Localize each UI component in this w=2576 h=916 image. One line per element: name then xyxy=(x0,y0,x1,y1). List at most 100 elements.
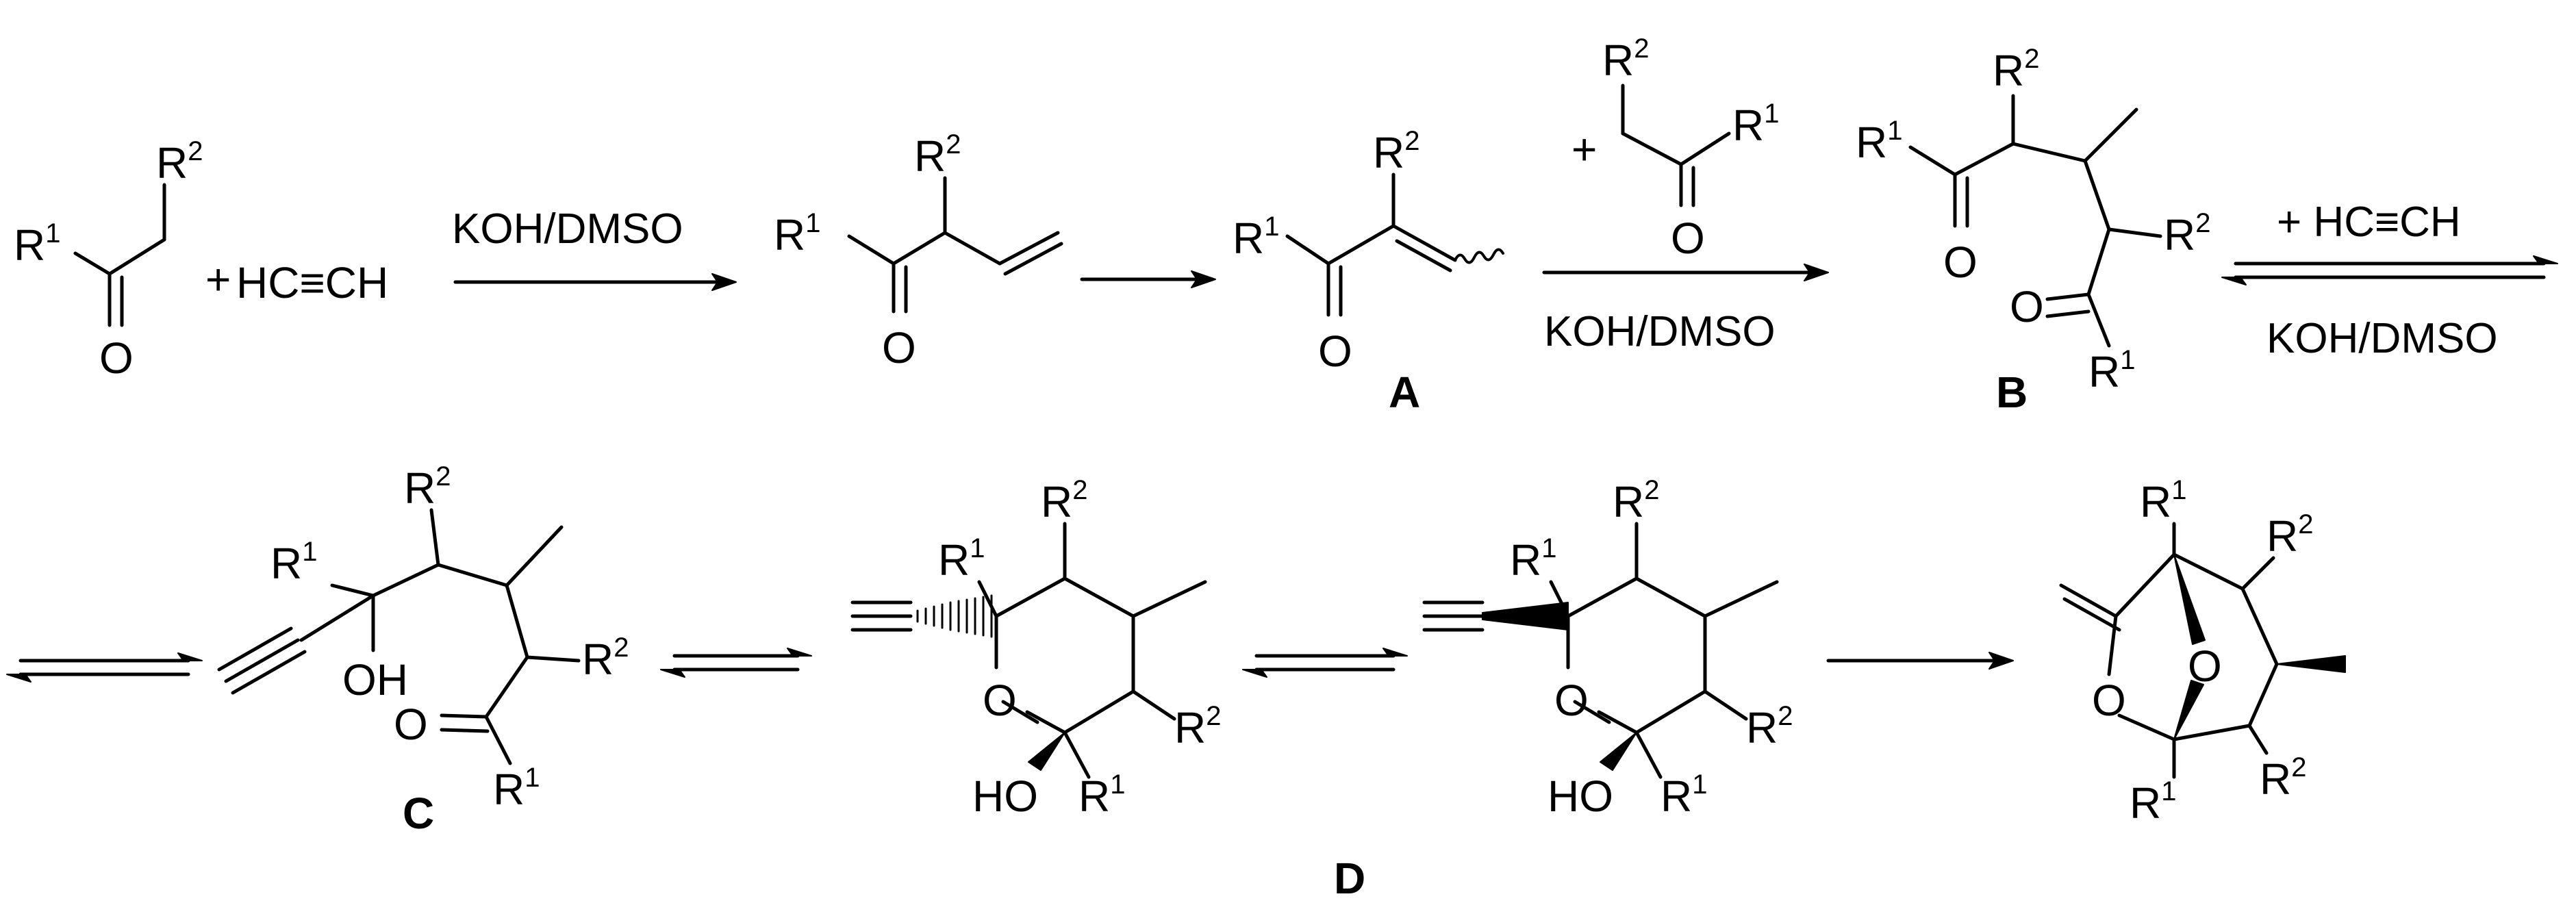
bond xyxy=(1703,580,1779,618)
r2-label: R2 xyxy=(2266,509,2313,561)
bond xyxy=(1063,689,1135,735)
bond xyxy=(943,231,1002,266)
bond xyxy=(977,580,998,618)
r1-label: R1 xyxy=(493,763,540,814)
reaction-arrow-3 xyxy=(1542,264,1829,281)
bond xyxy=(1573,700,1611,724)
bicyclic-product: R1 R2 O O R2 R1 xyxy=(2059,475,2346,828)
ring-oxygen-label: O xyxy=(1554,676,1589,725)
r1-label: R1 xyxy=(774,208,820,259)
bond xyxy=(1679,131,1731,166)
r1-label: R1 xyxy=(2140,475,2186,526)
oxygen-label: O xyxy=(2010,282,2044,331)
hydroxyl-label: OH xyxy=(342,655,408,704)
bond xyxy=(2011,142,2087,163)
hashed-bond xyxy=(916,594,993,638)
r2-label: R2 xyxy=(2260,752,2306,804)
bond xyxy=(505,583,529,659)
bond xyxy=(2062,597,2121,632)
bond xyxy=(2083,107,2138,163)
compound-c: R1 R2 OH R2 O R1 C xyxy=(217,461,629,838)
r1-label: R1 xyxy=(1732,99,1779,150)
bond xyxy=(108,238,166,276)
bond xyxy=(1634,689,1707,735)
r2-label: R2 xyxy=(2164,208,2210,259)
plus-sign: + xyxy=(205,255,231,304)
allyl-ketone: R1 R2 O xyxy=(774,129,1063,372)
acetylene-reagent: HC≡CH xyxy=(236,258,388,307)
r1-label: R1 xyxy=(1078,769,1125,821)
bond xyxy=(2045,292,2091,301)
wedge-bond xyxy=(1600,732,1637,771)
bond xyxy=(1391,224,1457,262)
r1-label: R1 xyxy=(2088,345,2135,396)
bond xyxy=(1025,710,1067,735)
r2-label: R2 xyxy=(1602,34,1649,85)
label-b: B xyxy=(1996,368,2028,417)
r2-label: R2 xyxy=(1993,44,2039,95)
bond xyxy=(217,626,293,672)
bond xyxy=(429,508,440,567)
bond xyxy=(994,576,1067,618)
bond xyxy=(1326,224,1396,266)
bond xyxy=(505,525,564,587)
bond xyxy=(1001,700,1039,724)
bond xyxy=(1131,689,1176,721)
bond xyxy=(2240,556,2275,591)
r1-label: R1 xyxy=(14,218,60,270)
compound-d-isomer-2: R1 R2 O R2 HO R1 xyxy=(1422,475,1793,821)
bond xyxy=(1703,689,1748,721)
bond xyxy=(525,655,581,663)
bond xyxy=(1953,142,2015,177)
oxygen-label: O xyxy=(394,700,428,749)
r2-label: R2 xyxy=(1373,126,1419,177)
wavy-bond xyxy=(1454,248,1504,264)
conditions-step-4-top: + HC≡CH xyxy=(2277,199,2461,246)
bond xyxy=(1634,576,1707,618)
equilibrium-arrow-7 xyxy=(1242,648,1408,678)
r2-label: R2 xyxy=(1174,701,1221,752)
ring-oxygen-label: O xyxy=(983,676,1017,725)
wedge-bond xyxy=(1482,602,1569,631)
plus-sign: + xyxy=(1571,125,1597,174)
oxygen-label: O xyxy=(99,333,134,383)
r2-label: R2 xyxy=(1613,475,1659,526)
r1-label: R1 xyxy=(938,533,985,585)
bond xyxy=(1395,239,1452,272)
compound-b: R1 R2 O R2 O R1 B xyxy=(1856,44,2210,417)
bond xyxy=(371,563,440,598)
reaction-arrow-2 xyxy=(1080,270,1216,288)
r1-label: R1 xyxy=(2130,776,2176,828)
compound-a: R1 R2 O A xyxy=(1233,126,1504,417)
bond xyxy=(2045,309,2091,318)
bond xyxy=(224,638,300,683)
wedge-bond xyxy=(2173,554,2206,645)
r2-label: R2 xyxy=(156,136,203,188)
bond xyxy=(2240,587,2279,666)
compound-d-isomer-1: R1 R2 O R2 HO R1 xyxy=(850,475,1221,821)
reaction-arrow-1 xyxy=(453,273,737,291)
r1-label: R1 xyxy=(1510,533,1556,585)
wedge-bond xyxy=(2276,655,2346,673)
bond xyxy=(2086,227,2111,296)
oxygen-label: O xyxy=(1943,238,1978,287)
bond xyxy=(2247,724,2269,755)
bond xyxy=(1549,580,1570,618)
bond xyxy=(1634,730,1663,779)
r2-label: R2 xyxy=(582,633,629,684)
conditions-step-3: KOH/DMSO xyxy=(1544,308,1776,355)
hydroxyl-label: HO xyxy=(1548,772,1613,821)
bond xyxy=(2083,159,2111,231)
bond xyxy=(1063,576,1135,618)
conditions-step-1: KOH/DMSO xyxy=(452,205,683,253)
bridge-oxygen-label: O xyxy=(2188,641,2222,691)
ring-oxygen-label: O xyxy=(2092,676,2126,725)
equilibrium-arrow-5 xyxy=(6,652,203,683)
wedge-bond xyxy=(1028,732,1065,771)
r2-label: R2 xyxy=(914,129,961,181)
bond xyxy=(2117,713,2176,741)
bond xyxy=(2114,552,2176,618)
bond xyxy=(847,234,896,266)
label-a: A xyxy=(1389,368,1420,417)
